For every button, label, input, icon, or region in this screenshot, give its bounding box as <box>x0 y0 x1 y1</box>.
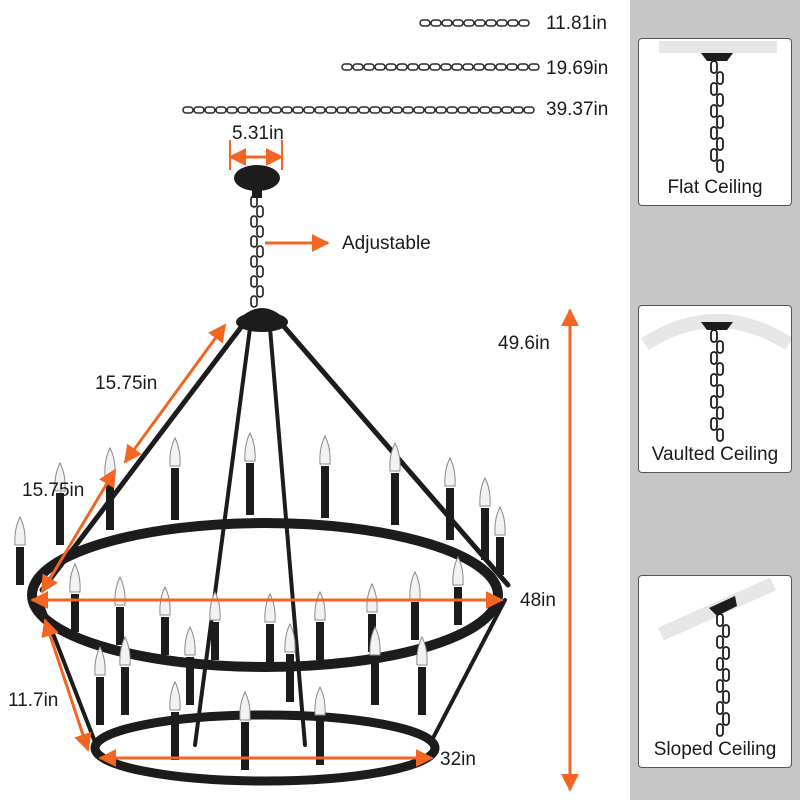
bulb <box>494 505 506 536</box>
chain-sample-short <box>419 19 530 27</box>
bulb <box>319 434 331 465</box>
small-ring-label: 32in <box>440 749 476 770</box>
bulb <box>94 645 106 676</box>
bulb <box>284 622 296 653</box>
bulb <box>69 562 81 593</box>
candle-sleeve <box>411 602 419 640</box>
bulb <box>409 570 421 601</box>
candle-sleeve <box>321 466 329 518</box>
small-ring-candles <box>94 622 428 770</box>
sloped-ceiling-card: Sloped Ceiling <box>638 575 792 768</box>
candle-sleeve <box>496 537 504 575</box>
vaulted-ceiling-card: Vaulted Ceiling <box>638 305 792 473</box>
tier-height-line <box>41 618 92 752</box>
candle-sleeve <box>211 622 219 660</box>
candle-sleeve <box>391 473 399 525</box>
large-ring <box>27 518 503 672</box>
candle-sleeve <box>371 657 379 705</box>
candle-sleeve <box>161 617 169 655</box>
candle-sleeve <box>186 657 194 705</box>
bulb <box>479 476 491 507</box>
ceiling-canopy <box>234 165 280 198</box>
candle-sleeve <box>418 667 426 715</box>
vaulted-ceiling-label: Vaulted Ceiling <box>651 444 779 465</box>
bulb <box>239 690 251 721</box>
candle-sleeve <box>96 677 104 725</box>
chain-length-short: 11.81in <box>546 13 607 34</box>
hanging-chain <box>250 195 264 308</box>
candle-sleeve <box>71 594 79 632</box>
mount-options-panel: Flat Ceiling Vaulted Ceiling Sloped Ceil… <box>630 0 800 800</box>
bulb <box>369 625 381 656</box>
bulb <box>389 441 401 472</box>
bulb <box>314 685 326 716</box>
candle-sleeve <box>171 712 179 760</box>
flat-ceiling-icon <box>659 41 777 173</box>
candle-sleeve <box>286 654 294 702</box>
candle-sleeve <box>266 624 274 662</box>
bulb <box>366 582 378 613</box>
chain-length-long: 39.37in <box>546 99 609 120</box>
sloped-ceiling-label: Sloped Ceiling <box>653 739 777 760</box>
candle-sleeve <box>446 488 454 540</box>
total-height-label: 49.6in <box>498 333 550 354</box>
candle-sleeve <box>121 667 129 715</box>
vaulted-ceiling-icon <box>641 314 791 442</box>
bulb <box>119 635 131 666</box>
candle-sleeve <box>316 717 324 765</box>
arm-upper-line <box>123 323 227 464</box>
bulb <box>209 590 221 621</box>
chain-length-medium: 19.69in <box>546 58 609 79</box>
candle-sleeve <box>454 587 462 625</box>
bulb <box>416 635 428 666</box>
candle-sleeve <box>481 508 489 560</box>
candle-sleeve <box>316 622 324 660</box>
bulb <box>264 592 276 623</box>
bulb <box>184 625 196 656</box>
candle-sleeve <box>171 468 179 520</box>
arm-upper-label: 15.75in <box>95 373 158 394</box>
candle-sleeve <box>246 463 254 515</box>
canopy-width-label: 5.31in <box>232 123 284 144</box>
arm-lower-line <box>40 468 117 594</box>
dimension-lines <box>30 140 579 792</box>
bulb <box>14 515 26 546</box>
arm-lower-label: 15.75in <box>22 480 85 501</box>
sloped-ceiling-icon <box>658 577 776 737</box>
bulb <box>169 680 181 711</box>
bulb <box>452 555 464 586</box>
candle-sleeve <box>16 547 24 585</box>
adjustable-label: Adjustable <box>342 233 431 254</box>
tier-height-label: 11.7in <box>8 690 59 711</box>
flat-ceiling-card: Flat Ceiling <box>638 38 792 206</box>
flat-ceiling-label: Flat Ceiling <box>667 177 763 198</box>
big-ring-label: 48in <box>520 590 556 611</box>
bulb <box>314 590 326 621</box>
candle-sleeve <box>241 722 249 770</box>
bulb <box>169 436 181 467</box>
chain-sample-medium <box>341 63 540 71</box>
candle-sleeve <box>116 607 124 645</box>
small-ring <box>90 710 440 786</box>
bulb <box>244 431 256 462</box>
chain-sample-long <box>182 106 535 114</box>
bulb <box>444 456 456 487</box>
